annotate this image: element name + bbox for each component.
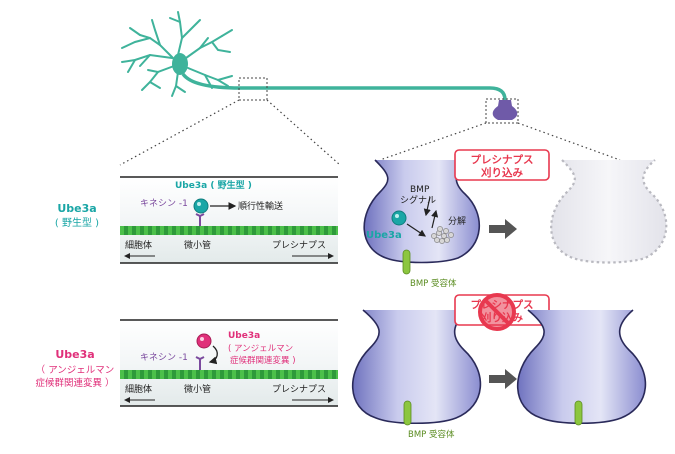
row-label-mut-title: Ube3a bbox=[55, 348, 94, 361]
axon-wt-soma-label: 細胞体 bbox=[125, 239, 152, 251]
row-label-mut-sub1: （ アンジェルマン bbox=[36, 364, 115, 376]
bouton-wt: BMP シグナル Ube3a 分解 BMP 受容体 bbox=[363, 159, 480, 289]
row-label-wt-sub: ( 野生型 ) bbox=[55, 216, 99, 229]
right-arrow-icon bbox=[489, 219, 517, 239]
transport-label: 順行性輸送 bbox=[238, 200, 283, 212]
axon-wt-presyn-label: プレシナプス bbox=[272, 240, 326, 251]
pruning-box bbox=[454, 149, 550, 181]
axon-mut-presyn-label: プレシナプス bbox=[272, 384, 326, 395]
prohibited-icon bbox=[478, 293, 516, 331]
axon-wt-kinesin-label: キネシン -1 bbox=[140, 198, 188, 209]
bouton-mut-before: BMP 受容体 bbox=[351, 309, 482, 440]
receptor-top-label: BMP 受容体 bbox=[410, 278, 457, 289]
bmp-signal-label: シグナル bbox=[400, 194, 436, 206]
zoom-line bbox=[266, 99, 341, 166]
receptor-bottom-label: BMP 受容体 bbox=[408, 429, 455, 440]
zoom-box-axon bbox=[238, 77, 268, 101]
pruning-label-top: プレシナプス 刈り込み bbox=[454, 149, 550, 181]
degraded-fragments bbox=[431, 226, 454, 244]
degrade-arrow bbox=[431, 209, 439, 229]
microtubule bbox=[120, 370, 338, 379]
bouton-mut-after bbox=[516, 309, 647, 426]
axon-panel-wt: 順行性輸送 Ube3a ( 野生型 ) キネシン -1 微小管 細胞体 プレシナ… bbox=[120, 176, 338, 264]
ube3a-bouton-molecule bbox=[391, 210, 407, 226]
degrade-label: 分解 bbox=[448, 215, 466, 227]
axon-mut-sub1-label: ( アンジェルマン bbox=[228, 344, 293, 354]
axon-mut-ube3a-label: Ube3a bbox=[228, 331, 260, 341]
axon-panel-bg bbox=[120, 320, 338, 406]
axon-mut-sub2-label: 症候群関連変異 ) bbox=[230, 355, 296, 366]
dendrites bbox=[121, 11, 233, 97]
microtubule bbox=[120, 226, 338, 235]
ube3a-wt-molecule bbox=[193, 198, 209, 214]
bouton-ube3a-label: Ube3a bbox=[366, 230, 402, 241]
bouton-membrane bbox=[351, 309, 482, 425]
axon-mut-kinesin-label: キネシン -1 bbox=[140, 352, 188, 363]
axon-panel-bg bbox=[120, 177, 338, 263]
ube3a-highlight bbox=[197, 202, 201, 206]
zoom-line bbox=[119, 99, 240, 166]
pruning-top-line2: 刈り込み bbox=[481, 166, 523, 179]
ube3a-highlight bbox=[200, 337, 204, 341]
axon-mut-mt-label: 微小管 bbox=[184, 383, 211, 395]
bmp-receptor bbox=[402, 249, 411, 275]
kinesin-motor bbox=[195, 213, 205, 226]
bmp-label: BMP bbox=[410, 185, 430, 195]
axon-panel-mut: Ube3a ( アンジェルマン 症候群関連変異 ) キネシン -1 微小管 細胞… bbox=[120, 319, 338, 407]
bmp-receptor bbox=[403, 400, 412, 426]
pruning-top-line1: プレシナプス bbox=[471, 153, 534, 166]
kinesin-motor bbox=[195, 356, 205, 370]
ube3a-action-arrow bbox=[406, 223, 426, 237]
zoom-line bbox=[517, 122, 621, 161]
zoom-box-bouton bbox=[485, 98, 519, 124]
pruning-label-bottom: プレシナプス 刈り込み bbox=[454, 293, 550, 331]
bmp-receptor bbox=[574, 400, 583, 426]
soma bbox=[172, 53, 188, 75]
terminal-bouton bbox=[492, 100, 518, 120]
neuron bbox=[119, 11, 621, 166]
ube3a-highlight bbox=[395, 214, 399, 218]
row-label-wt-title: Ube3a bbox=[57, 202, 96, 215]
axon-mut-soma-label: 細胞体 bbox=[125, 383, 152, 395]
row-label-mut-sub2: 症候群関連変異 ） bbox=[35, 377, 114, 389]
ube3a-mut-molecule bbox=[196, 333, 212, 349]
zoom-line bbox=[379, 122, 487, 161]
bmp-signal-arrow bbox=[423, 196, 431, 217]
axon-wt-mt-label: 微小管 bbox=[184, 239, 211, 251]
detach-arrow bbox=[208, 345, 218, 365]
axon bbox=[181, 72, 507, 101]
axon-wt-ube3a-label: Ube3a ( 野生型 ) bbox=[175, 179, 252, 191]
right-arrow-icon bbox=[489, 369, 517, 389]
pruned-bouton-ghost bbox=[550, 159, 668, 264]
